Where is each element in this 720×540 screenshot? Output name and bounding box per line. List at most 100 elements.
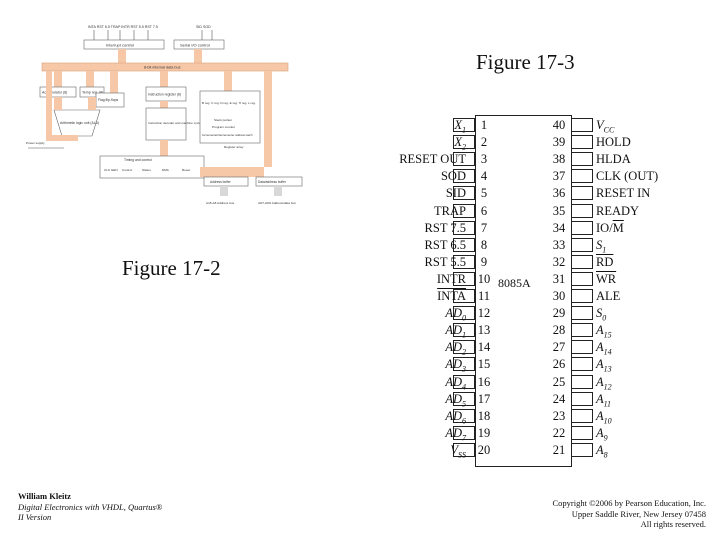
pin-box — [571, 408, 593, 423]
left-pin-number: 4 — [480, 169, 488, 184]
top-signals-text: INTA RST 6.5 TRAP INTR RST 5.5 RST 7.5 — [88, 25, 158, 29]
dma-text: DMA — [162, 168, 170, 172]
right-pin-number: 35 — [552, 203, 566, 218]
pin-label-sub: 7 — [462, 433, 466, 443]
pin-label-sub: 3 — [462, 364, 466, 374]
pin-box — [453, 203, 475, 218]
pin-label-main: AD — [445, 408, 462, 423]
pin-label-main: A — [596, 340, 604, 355]
pin-box — [571, 237, 593, 252]
pin-box — [453, 254, 475, 269]
left-pin-number: 17 — [477, 391, 491, 406]
data-address-buffer-text: Data/address buffer — [258, 180, 287, 184]
right-pin-label: A10 — [596, 408, 612, 430]
pin-box — [571, 254, 593, 269]
pin-label-main: INTR — [436, 271, 466, 286]
footer-author: William Kleitz — [18, 491, 71, 501]
footer-copyright-2: Upper Saddle River, New Jersey 07458 — [571, 508, 706, 519]
pin-box — [571, 271, 593, 286]
left-pin-label: X2 — [454, 134, 466, 156]
address-buffer-text: Address buffer — [210, 180, 232, 184]
flag-text: Flag flip-flops — [98, 98, 118, 102]
power-text: Power supply — [26, 141, 45, 145]
left-pin-label: AD6 — [445, 408, 466, 430]
left-pin-label: AD2 — [445, 339, 466, 361]
right-pin-number: 26 — [552, 357, 566, 372]
pin-label-sub: 0 — [602, 313, 607, 323]
pin-box — [453, 118, 475, 132]
pin-label-sub: 2 — [462, 347, 466, 357]
left-pin-label: RST 5.5 — [425, 254, 466, 271]
pin-box — [453, 374, 475, 389]
interrupt-control-text: Interrupt control — [106, 43, 134, 48]
pin-label-main: A — [596, 374, 604, 389]
right-pin-label: A14 — [596, 339, 612, 361]
pin-label-main: A — [596, 425, 604, 440]
pin-label-main: RST 7.5 — [424, 220, 466, 235]
pin-label-main: A — [596, 323, 604, 338]
pin-label-main: RST 5.5 — [424, 254, 466, 269]
left-pin-number: 19 — [477, 425, 491, 440]
left-pin-number: 2 — [480, 135, 488, 150]
left-pin-number: 15 — [477, 357, 491, 372]
figure-17-3-label: Figure 17-3 — [476, 50, 575, 74]
pin-label-sub: 1 — [462, 330, 466, 340]
pin-label-main: AD — [445, 306, 462, 321]
pin-label-main: A — [596, 391, 604, 406]
right-pin-number: 29 — [552, 306, 566, 321]
pin-box — [571, 289, 593, 303]
timing-control-text: Timing and control — [124, 158, 152, 162]
left-pin-number: 11 — [477, 289, 491, 303]
pin-label-main: X — [454, 135, 462, 150]
address-bus-text: A15-A8 Address bus — [206, 201, 235, 205]
pin-box — [571, 391, 593, 406]
alu-shape — [53, 109, 101, 137]
right-pin-label: S1 — [596, 237, 606, 259]
pin-box — [453, 357, 475, 372]
pin-label-sub: 2 — [462, 142, 466, 152]
left-pin-number: 16 — [477, 374, 491, 389]
decoder-text: Instruction decoder and machine cycle en… — [148, 121, 214, 125]
pin-box — [453, 237, 475, 252]
pin-label-sub: 0 — [462, 313, 466, 323]
pin-box — [571, 357, 593, 372]
right-pin-label: A8 — [596, 442, 608, 464]
pin-box — [571, 442, 593, 457]
left-pin-label: AD5 — [445, 391, 466, 413]
right-pin-number: 21 — [552, 442, 566, 457]
pin-label-main: A — [596, 357, 604, 372]
pin-box — [571, 323, 593, 338]
left-pin-number: 14 — [477, 340, 491, 355]
chip-name: 8085A — [498, 276, 531, 290]
right-pin-number: 32 — [552, 254, 566, 269]
right-pin-number: 36 — [552, 186, 566, 201]
right-pin-label: A13 — [596, 356, 612, 378]
pin-label-main: AD — [445, 323, 462, 338]
pin-label-sub: 6 — [462, 416, 466, 426]
right-pin-number: 25 — [552, 374, 566, 389]
pin-box — [453, 391, 475, 406]
pin-box — [453, 408, 475, 423]
pin-label-sub: CC — [603, 125, 615, 135]
alu-text: Arithmetic logic unit (ALU) — [60, 121, 99, 125]
decoder-box — [145, 107, 187, 141]
right-pin-label: WR — [596, 271, 616, 288]
status-text: Status — [142, 168, 151, 172]
pin-label-main: TRAP — [434, 203, 466, 218]
pin-label-sub: 13 — [603, 364, 612, 374]
pin-box — [571, 306, 593, 321]
figure-17-2-label: Figure 17-2 — [122, 256, 221, 280]
pin-label-main: RST 6.5 — [424, 237, 466, 252]
pin-box — [571, 374, 593, 389]
right-pin-label: S0 — [596, 305, 606, 327]
right-pin-number: 40 — [552, 118, 566, 132]
pin-box — [453, 152, 475, 167]
left-pin-label: VSS — [450, 442, 466, 464]
instruction-register-text: Instruction register (8) — [148, 93, 181, 97]
pin-box — [453, 442, 475, 457]
pin-label-sub: 15 — [603, 330, 612, 340]
pin-box — [453, 271, 475, 286]
pin-label-main: V — [596, 118, 604, 132]
right-pin-number: 37 — [552, 169, 566, 184]
pin-box — [453, 169, 475, 184]
